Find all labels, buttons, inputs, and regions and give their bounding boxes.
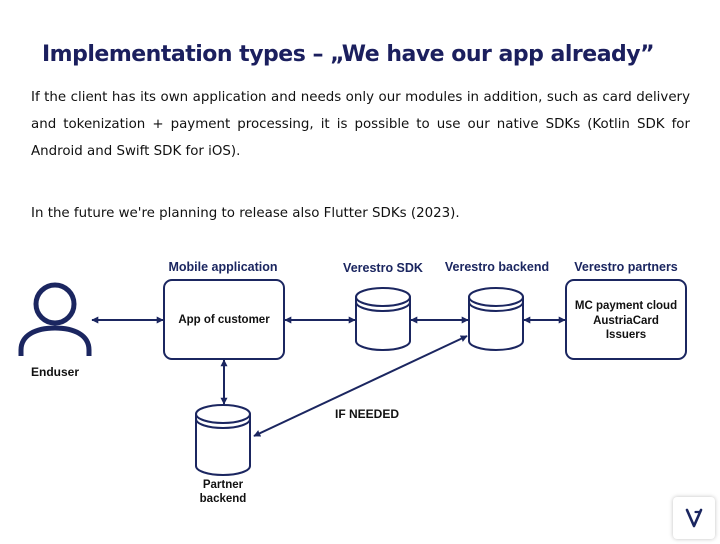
partner-backend-label-2: backend (200, 493, 247, 505)
partners-line-3: Issuers (606, 329, 646, 341)
if-needed-label: IF NEEDED (335, 407, 399, 421)
verestro-sdk-header: Verestro SDK (343, 261, 423, 275)
enduser-label: Enduser (31, 365, 79, 379)
verestro-logo (673, 497, 715, 539)
partner-backend-label-1: Partner (203, 479, 244, 491)
verestro-v-logo-icon (685, 508, 703, 528)
verestro-backend-header: Verestro backend (445, 260, 549, 274)
backend-partner-backend-arrow (253, 335, 468, 437)
enduser-person-icon (18, 282, 92, 356)
mobile-app-box-label: App of customer (178, 314, 270, 326)
verestro-partners-header: Verestro partners (574, 260, 678, 274)
future-paragraph: In the future we're planning to release … (31, 206, 460, 221)
partner-backend-database-icon (195, 404, 251, 476)
architecture-diagram: Enduser Mobile application Verestro SDK … (18, 260, 687, 505)
slide-title: Implementation types – „We have our app … (42, 42, 655, 67)
verestro-partners-box (565, 279, 687, 360)
intro-paragraph: If the client has its own application an… (31, 90, 690, 159)
mobile-application-header: Mobile application (168, 260, 277, 274)
verestro-sdk-database-icon (355, 287, 411, 351)
partners-line-2: AustriaCard (593, 315, 659, 327)
partners-line-1: MC payment cloud (575, 300, 677, 312)
verestro-backend-database-icon (468, 287, 524, 351)
